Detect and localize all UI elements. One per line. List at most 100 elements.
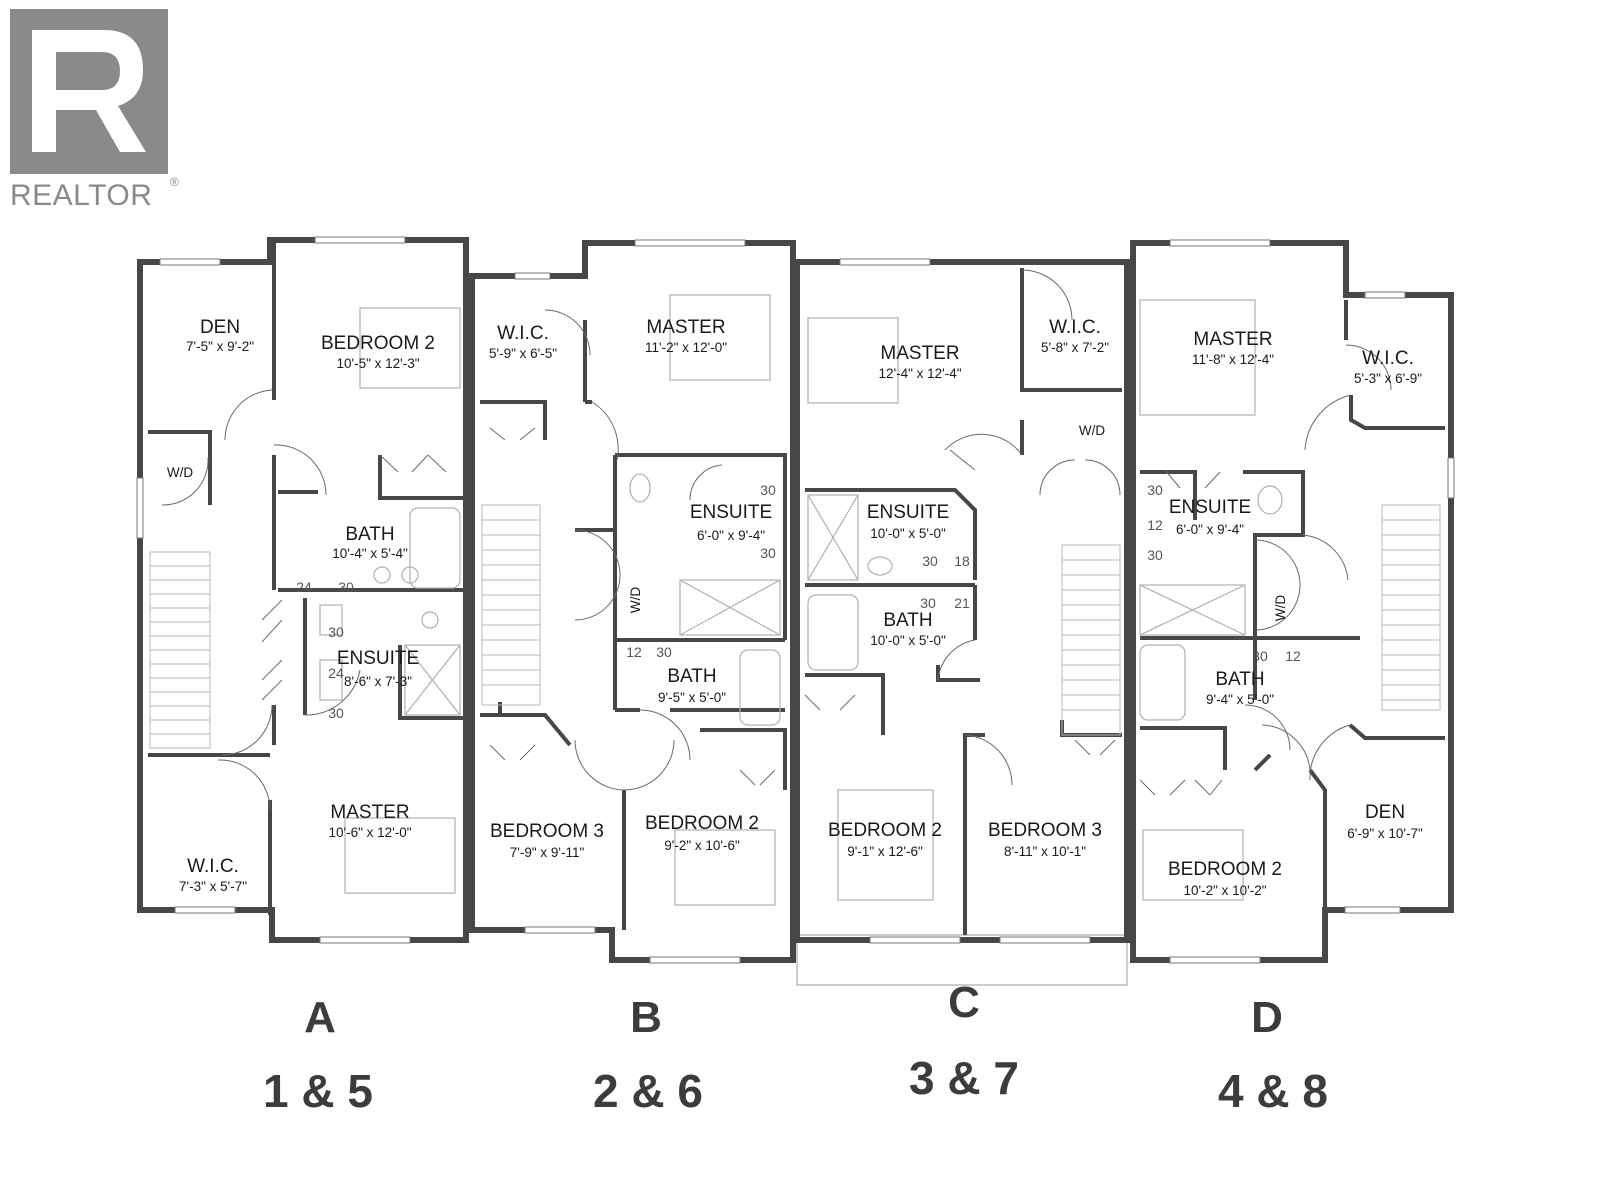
unit-c-letter: C bbox=[948, 978, 980, 1027]
unit-d-plan: MASTER 11'-8" x 12'-4" W.I.C. 5'-3" x 6'… bbox=[1130, 239, 1455, 964]
unit-a-fixture-size: 24 bbox=[328, 665, 344, 681]
unit-b-windows bbox=[514, 239, 746, 964]
unit-d-den-label: DEN bbox=[1365, 802, 1405, 823]
realtor-r-letter-icon bbox=[32, 30, 146, 152]
unit-c-fixture-size: 30 bbox=[920, 595, 936, 611]
unit-d-fixture-size: 30 bbox=[1147, 547, 1163, 563]
unit-b-door-swings bbox=[489, 309, 776, 791]
realtor-logo: REALTOR ® bbox=[10, 9, 179, 212]
unit-d-letter: D bbox=[1251, 993, 1283, 1042]
unit-d-ensuite-dimensions: 6'-0" x 9'-4" bbox=[1176, 522, 1244, 537]
unit-b-ensuite-dimensions: 6'-0" x 9'-4" bbox=[697, 528, 765, 543]
unit-c-washer-dryer-label: W/D bbox=[1079, 423, 1105, 438]
unit-a-bath-dimensions: 10'-4" x 5'-4" bbox=[332, 546, 408, 561]
unit-c-ensuite-label: ENSUITE bbox=[867, 502, 949, 523]
unit-a-ensuite-label: ENSUITE bbox=[337, 648, 419, 669]
unit-b-bedroom-2-dimensions: 9'-2" x 10'-6" bbox=[664, 838, 740, 853]
unit-c-bath-label: BATH bbox=[883, 610, 932, 631]
unit-a-fixture-size: 30 bbox=[328, 705, 344, 721]
unit-d-den-dimensions: 6'-9" x 10'-7" bbox=[1347, 826, 1423, 841]
unit-a-wic-label: W.I.C. bbox=[187, 856, 239, 877]
realtor-registered-mark: ® bbox=[170, 175, 179, 189]
unit-a-plan: DEN 7'-5" x 9'-2" BEDROOM 2 10'-5" x 12'… bbox=[136, 236, 469, 944]
unit-a-bedroom-2-dimensions: 10'-5" x 12'-3" bbox=[336, 356, 419, 371]
unit-c-master-label: MASTER bbox=[880, 343, 959, 364]
unit-d-windows bbox=[1169, 239, 1455, 964]
unit-c-bedroom-2-label: BEDROOM 2 bbox=[828, 820, 942, 841]
unit-b-fixture-size: 30 bbox=[656, 644, 672, 660]
unit-d-bath-dimensions: 9'-4" x 5'-0" bbox=[1206, 692, 1274, 707]
unit-a-washer-dryer-label: W/D bbox=[167, 465, 193, 480]
unit-b-bath-dimensions: 9'-5" x 5'-0" bbox=[658, 690, 726, 705]
unit-c-stairs bbox=[1061, 544, 1121, 736]
unit-d-stair-treads bbox=[1382, 519, 1440, 701]
unit-a-den-label: DEN bbox=[200, 317, 240, 338]
unit-d-door-swings bbox=[1139, 344, 1392, 796]
unit-a-fixture-size: 30 bbox=[328, 624, 344, 640]
unit-captions: A 1 & 5 B 2 & 6 C 3 & 7 D 4 & 8 bbox=[263, 978, 1328, 1117]
unit-d-numbers: 4 & 8 bbox=[1218, 1065, 1328, 1117]
unit-c-bath-dimensions: 10'-0" x 5'-0" bbox=[870, 633, 946, 648]
unit-b-bedroom-3-label: BEDROOM 3 bbox=[490, 821, 604, 842]
unit-b-interior-walls bbox=[480, 320, 787, 930]
unit-c-stair-treads bbox=[1062, 559, 1120, 711]
unit-b-fixtures bbox=[629, 294, 781, 906]
unit-b-fixture-size: 12 bbox=[626, 644, 642, 660]
unit-a-letter: A bbox=[304, 993, 336, 1042]
unit-a-master-dimensions: 10'-6" x 12'-0" bbox=[328, 825, 411, 840]
unit-c-ensuite-dimensions: 10'-0" x 5'-0" bbox=[870, 526, 946, 541]
unit-d-bedroom-2-dimensions: 10'-2" x 10'-2" bbox=[1183, 883, 1266, 898]
unit-c-fixture-size: 21 bbox=[954, 595, 970, 611]
unit-b-stair-treads bbox=[482, 519, 540, 686]
unit-a-ensuite-dimensions: 8'-6" x 7'-3" bbox=[344, 674, 412, 689]
unit-c-numbers: 3 & 7 bbox=[909, 1052, 1019, 1104]
unit-a-bath-label: BATH bbox=[345, 524, 394, 545]
unit-c-windows bbox=[839, 258, 1091, 944]
unit-c-door-swings bbox=[804, 269, 1121, 786]
unit-b-wic-dimensions: 5'-9" x 6'-5" bbox=[489, 346, 557, 361]
unit-b-bedroom-3-dimensions: 7'-9" x 9'-11" bbox=[510, 845, 585, 860]
unit-c-patio-outline bbox=[796, 934, 1128, 986]
unit-d-stairs bbox=[1381, 504, 1441, 711]
unit-b-fixture-size: 30 bbox=[760, 545, 776, 561]
unit-b-master-dimensions: 11'-2" x 12'-0" bbox=[645, 340, 727, 355]
unit-d-bath-label: BATH bbox=[1215, 669, 1264, 690]
unit-c-wic-label: W.I.C. bbox=[1049, 317, 1101, 338]
unit-d-master-dimensions: 11'-8" x 12'-4" bbox=[1192, 352, 1274, 367]
unit-b-bath-label: BATH bbox=[667, 666, 716, 687]
unit-a-numbers: 1 & 5 bbox=[263, 1065, 373, 1117]
unit-d-bedroom-2-label: BEDROOM 2 bbox=[1168, 859, 1282, 880]
unit-b-numbers: 2 & 6 bbox=[593, 1065, 703, 1117]
unit-d-wic-dimensions: 5'-3" x 6'-9" bbox=[1354, 371, 1422, 386]
unit-b-exterior-wall bbox=[469, 240, 796, 963]
unit-d-fixture-size: 12 bbox=[1147, 517, 1163, 533]
unit-c-master-dimensions: 12'-4" x 12'-4" bbox=[878, 366, 961, 381]
unit-b-letter: B bbox=[630, 993, 662, 1042]
unit-a-fixtures bbox=[319, 307, 461, 894]
unit-d-fixture-size: 30 bbox=[1147, 482, 1163, 498]
unit-a-bedroom-2-label: BEDROOM 2 bbox=[321, 333, 435, 354]
unit-c-wic-dimensions: 5'-8" x 7'-2" bbox=[1041, 340, 1109, 355]
unit-b-stairs bbox=[481, 504, 541, 706]
unit-c-fixture-size: 18 bbox=[954, 553, 970, 569]
unit-c-bedroom-3-dimensions: 8'-11" x 10'-1" bbox=[1004, 844, 1086, 859]
unit-d-fixture-size: 12 bbox=[1285, 648, 1301, 664]
unit-c-plan: MASTER 12'-4" x 12'-4" W.I.C. 5'-8" x 7'… bbox=[794, 258, 1130, 986]
unit-c-fixtures bbox=[807, 317, 934, 901]
unit-b-ensuite-label: ENSUITE bbox=[690, 502, 772, 523]
unit-c-bedroom-3-label: BEDROOM 3 bbox=[988, 820, 1102, 841]
unit-c-bedroom-2-dimensions: 9'-1" x 12'-6" bbox=[847, 844, 923, 859]
unit-d-fixtures bbox=[1139, 299, 1283, 901]
unit-a-wic-dimensions: 7'-3" x 5'-7" bbox=[179, 879, 247, 894]
unit-d-fixture-size: 30 bbox=[1252, 648, 1268, 664]
unit-d-master-label: MASTER bbox=[1193, 329, 1272, 350]
unit-a-den-dimensions: 7'-5" x 9'-2" bbox=[186, 339, 254, 354]
unit-a-interior-walls bbox=[148, 240, 465, 915]
unit-b-fixture-size: 30 bbox=[760, 482, 776, 498]
unit-a-master-label: MASTER bbox=[330, 802, 409, 823]
unit-a-fixture-size: 24 bbox=[296, 579, 312, 595]
unit-b-plan: W.I.C. 5'-9" x 6'-5" MASTER 11'-2" x 12'… bbox=[469, 239, 796, 964]
unit-b-bedroom-2-label: BEDROOM 2 bbox=[645, 813, 759, 834]
unit-a-windows bbox=[136, 236, 411, 944]
